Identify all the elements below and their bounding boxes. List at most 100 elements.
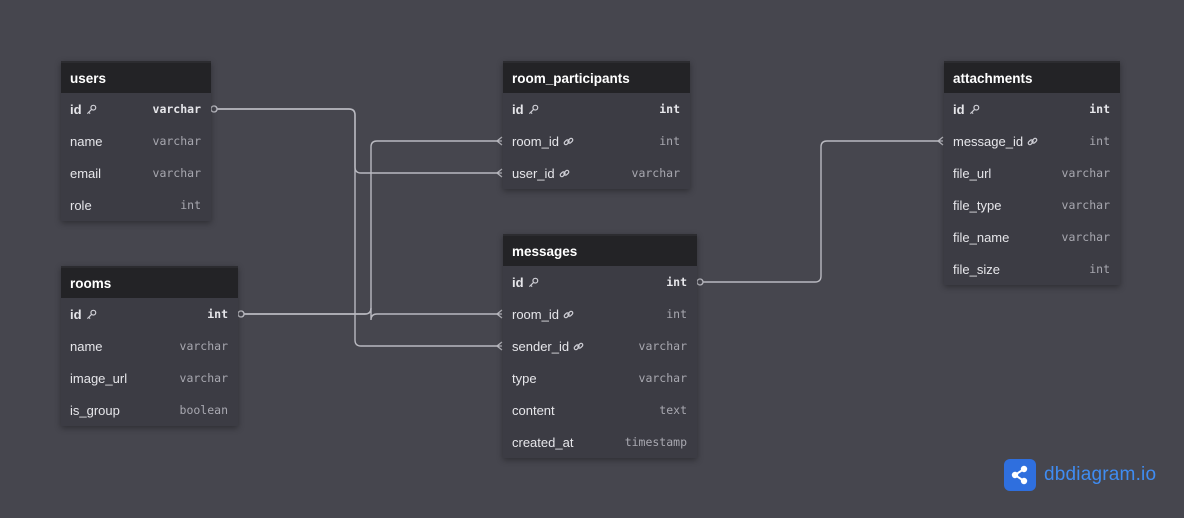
field-name: room_id bbox=[512, 133, 559, 149]
field-name-container: id bbox=[70, 307, 97, 322]
field-name: image_url bbox=[70, 370, 128, 386]
share-network-icon bbox=[1004, 459, 1036, 491]
field-name: role bbox=[70, 197, 92, 213]
link-icon bbox=[1027, 136, 1038, 147]
one-end-marker bbox=[237, 310, 245, 318]
field-type: int bbox=[1089, 134, 1110, 148]
relationship-line[interactable] bbox=[217, 108, 497, 174]
key-icon bbox=[969, 104, 980, 115]
field-name: id bbox=[70, 101, 82, 117]
link-icon bbox=[573, 341, 584, 352]
field-name-container: file_type bbox=[953, 198, 1001, 213]
field-name: type bbox=[512, 370, 537, 386]
key-icon bbox=[86, 104, 97, 115]
relationship-line[interactable] bbox=[217, 108, 497, 347]
field-type: int bbox=[659, 134, 680, 148]
field-name-container: id bbox=[512, 102, 539, 117]
table-header[interactable]: room_participants bbox=[503, 61, 690, 93]
field-row-room-id[interactable]: room_id int bbox=[503, 298, 697, 330]
key-icon bbox=[528, 104, 539, 115]
field-name: file_url bbox=[953, 165, 992, 181]
field-row-type[interactable]: type varchar bbox=[503, 362, 697, 394]
field-name-container: is_group bbox=[70, 403, 120, 418]
field-name: message_id bbox=[953, 133, 1024, 149]
field-name: name bbox=[70, 133, 103, 149]
one-end-marker bbox=[696, 278, 704, 286]
dbdiagram-logo[interactable]: dbdiagram.io bbox=[1004, 459, 1156, 491]
field-type: int bbox=[666, 275, 687, 289]
table-header[interactable]: users bbox=[61, 61, 211, 93]
field-row-file-type[interactable]: file_type varchar bbox=[944, 189, 1120, 221]
field-name: room_id bbox=[512, 306, 559, 322]
field-name-container: role bbox=[70, 198, 92, 213]
field-name-container: name bbox=[70, 134, 103, 149]
field-name-container: id bbox=[70, 102, 97, 117]
field-name-container: content bbox=[512, 403, 555, 418]
field-name-container: name bbox=[70, 339, 103, 354]
field-name: name bbox=[70, 338, 103, 354]
relationship-line[interactable] bbox=[244, 307, 497, 321]
field-type: varchar bbox=[1061, 198, 1110, 212]
field-type: varchar bbox=[1061, 230, 1110, 244]
table-header[interactable]: attachments bbox=[944, 61, 1120, 93]
field-name-container: created_at bbox=[512, 435, 573, 450]
field-row-image-url[interactable]: image_url varchar bbox=[61, 362, 238, 394]
field-name-container: message_id bbox=[953, 134, 1038, 149]
field-row-sender-id[interactable]: sender_id varchar bbox=[503, 330, 697, 362]
field-type: int bbox=[1089, 262, 1110, 276]
field-row-file-size[interactable]: file_size int bbox=[944, 253, 1120, 285]
field-row-room-id[interactable]: room_id int bbox=[503, 125, 690, 157]
many-end-marker bbox=[496, 341, 503, 351]
field-type: int bbox=[180, 198, 201, 212]
field-name: id bbox=[70, 306, 82, 322]
field-name-container: file_name bbox=[953, 230, 1009, 245]
one-end-marker bbox=[210, 105, 218, 113]
field-name-container: file_size bbox=[953, 262, 1000, 277]
field-name-container: file_url bbox=[953, 166, 991, 181]
field-name-container: image_url bbox=[70, 371, 127, 386]
table-header[interactable]: messages bbox=[503, 234, 697, 266]
field-row-id[interactable]: id int bbox=[503, 266, 697, 298]
many-end-marker bbox=[496, 309, 503, 319]
field-name: file_size bbox=[953, 261, 1000, 277]
field-name-container: room_id bbox=[512, 307, 574, 322]
field-name: email bbox=[70, 165, 102, 181]
field-name: id bbox=[512, 274, 524, 290]
relationship-line[interactable] bbox=[703, 140, 938, 283]
one-end-marker bbox=[237, 310, 245, 318]
field-name: sender_id bbox=[512, 338, 570, 354]
field-row-file-name[interactable]: file_name varchar bbox=[944, 221, 1120, 253]
table-header[interactable]: rooms bbox=[61, 266, 238, 298]
field-type: int bbox=[666, 307, 687, 321]
field-type: int bbox=[1089, 102, 1110, 116]
field-type: varchar bbox=[638, 339, 687, 353]
field-type: varchar bbox=[179, 371, 228, 385]
field-name-container: id bbox=[512, 275, 539, 290]
link-icon bbox=[563, 136, 574, 147]
field-row-role[interactable]: role int bbox=[61, 189, 211, 221]
many-end-marker bbox=[496, 136, 503, 146]
field-row-message-id[interactable]: message_id int bbox=[944, 125, 1120, 157]
link-icon bbox=[559, 168, 570, 179]
field-type: varchar bbox=[638, 371, 687, 385]
field-name-container: room_id bbox=[512, 134, 574, 149]
relationship-line[interactable] bbox=[244, 140, 497, 315]
